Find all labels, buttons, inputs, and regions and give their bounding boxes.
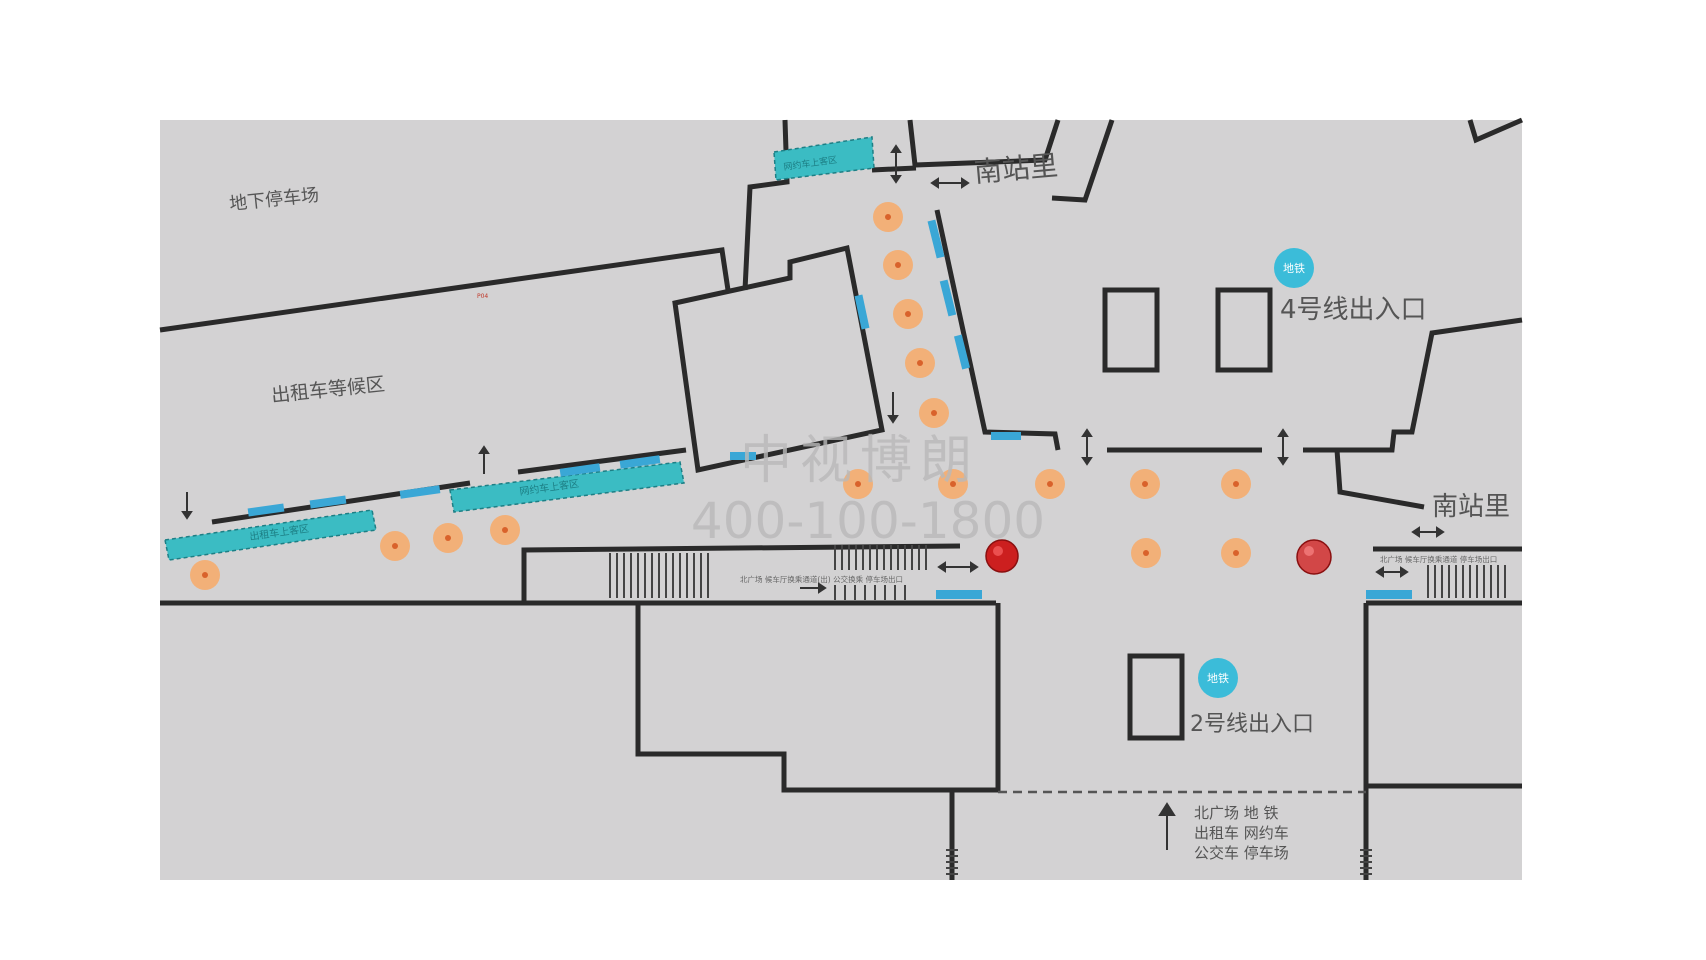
ad-point [1221,469,1251,499]
watermark-company: 中视博朗 [740,431,980,491]
teal-zones [164,136,875,561]
ad-point [938,469,968,499]
line2-box [1127,653,1185,741]
wall-parking-boundary [159,247,731,333]
blue-markers [247,219,1412,599]
selected-point [1296,539,1332,575]
top-right-wall [1051,119,1115,203]
ad-point [1221,538,1251,568]
top-building [907,119,1061,168]
ad-point [893,299,923,329]
line2-entrance-label: 2号线出入口 [1190,712,1314,737]
ad-point [919,398,949,428]
ad-location-icon[interactable] [190,202,1251,590]
direction-line-2: 出租车 网约车 [1194,824,1289,842]
direction-line-3: 公交车 停车场 [1194,844,1289,862]
ad-point [1130,469,1160,499]
strip-left-label: 北广场 候车厅换乘通道(出) 公交换乘 停车场出口 [740,574,903,584]
strip-right-label: 北广场 候车厅换乘通道 停车场出口 [1380,554,1497,564]
metro-icon [1198,248,1314,698]
ad-point [433,523,463,553]
escalator-right [1427,565,1506,598]
platform-wall-right [1303,317,1523,453]
map-background [160,120,1522,880]
stairs-bottom [946,849,1372,875]
lower-building [635,603,1001,793]
metro-badge-label: 地铁 [1283,262,1305,275]
line4-box-1 [1102,287,1160,373]
corridor-cap [871,165,917,173]
ad-point [380,531,410,561]
ad-point [843,469,873,499]
selected-location-icon[interactable] [985,539,1332,575]
line4-box-2 [1215,287,1273,373]
taxi-boarding-zone [164,509,377,561]
walls [159,117,1523,880]
direction-arrow-icon [181,144,1445,850]
platform-edge-2 [517,447,687,475]
right-entrance-wall [1334,449,1425,510]
escalator-middle [834,545,927,600]
ad-point [490,515,520,545]
ad-point [1035,469,1065,499]
direction-line-1: 北广场 地 铁 [1194,804,1279,822]
ad-point [873,202,903,232]
nanzhanli-top-label: 南站里 [973,149,1060,189]
mezzanine-top [521,543,961,602]
ride-hail-boarding-zone [449,461,685,513]
ad-point [883,250,913,280]
ad-point [190,560,220,590]
ad-point [1131,538,1161,568]
top-corner [1467,117,1523,144]
map-code-label: P04 [477,293,488,300]
escalators [609,545,1506,875]
top-boarding-zone [773,136,875,181]
line4-entrance-label: 4号线出入口 [1280,295,1427,325]
nanzhanli-right-label: 南站里 [1432,492,1510,522]
metro-badge-label: 地铁 [1207,672,1229,685]
building-block [672,244,885,474]
watermark-phone: 400-100-1800 [691,492,1045,550]
ad-point [905,348,935,378]
escalator-left [609,553,709,598]
